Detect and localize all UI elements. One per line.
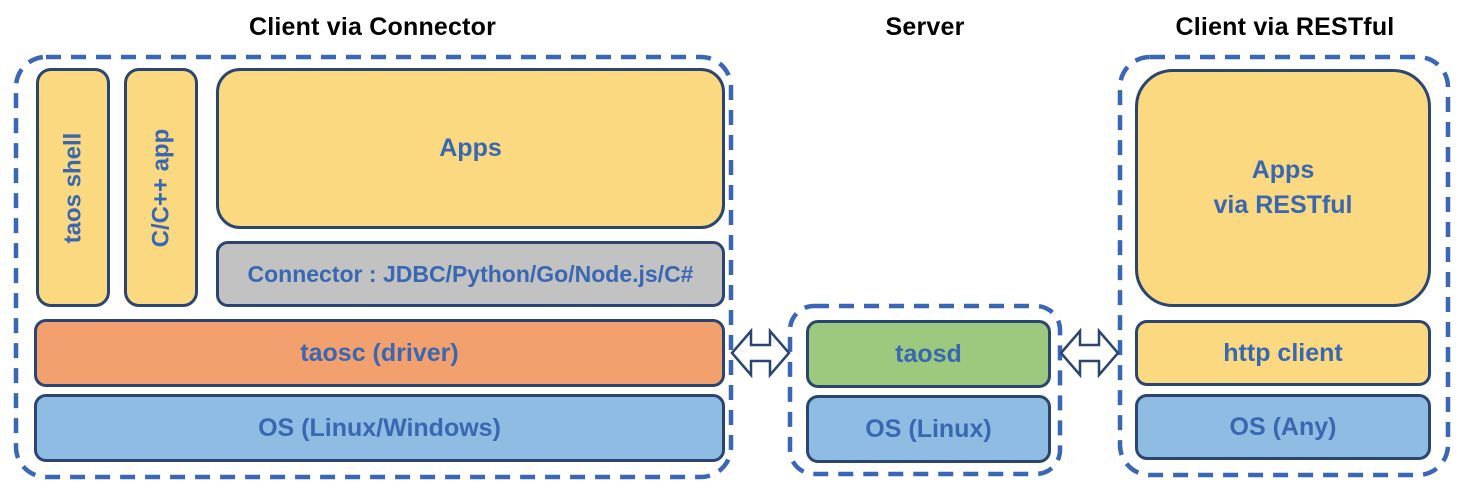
- taos-shell-label: taos shell: [59, 132, 86, 243]
- client-connector-boundary: [13, 54, 734, 480]
- double-arrow-right-icon: [1059, 327, 1120, 379]
- taosc-driver-box: taosc (driver): [34, 319, 725, 387]
- cpp-app-label: C/C++ app: [147, 128, 175, 247]
- taos-shell-box: taos shell: [36, 68, 110, 307]
- taosd-box: taosd: [806, 320, 1051, 388]
- http-client-box: http client: [1135, 320, 1431, 386]
- apps-via-restful-box: Apps via RESTful: [1135, 69, 1431, 307]
- server-boundary: [787, 303, 1063, 477]
- client-restful-boundary: [1117, 54, 1451, 478]
- cpp-app-box: C/C++ app: [124, 68, 198, 307]
- double-arrow-left-icon: [730, 327, 791, 379]
- client-connector-title: Client via Connector: [248, 13, 497, 41]
- apps-box: Apps: [216, 68, 725, 229]
- connector-box: Connector : JDBC/Python/Go/Node.js/C#: [216, 241, 725, 307]
- server-title: Server: [885, 13, 965, 41]
- os-any-box: OS (Any): [1135, 394, 1431, 460]
- os-linux-windows-box: OS (Linux/Windows): [34, 394, 725, 462]
- client-restful-title: Client via RESTful: [1175, 13, 1395, 41]
- os-linux-box: OS (Linux): [806, 395, 1051, 463]
